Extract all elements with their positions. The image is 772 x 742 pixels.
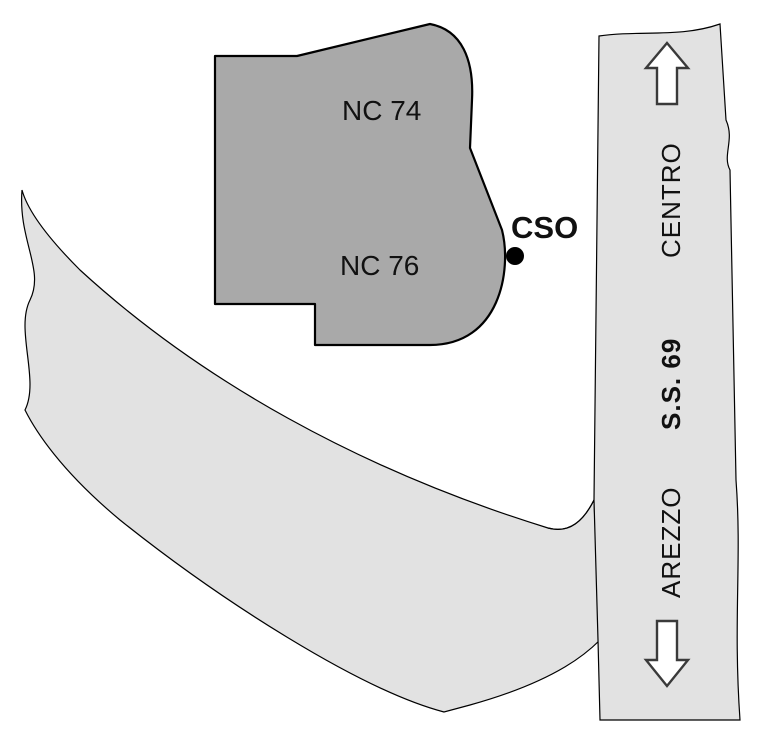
branch-road xyxy=(21,189,601,713)
building-label-nc74: NC 74 xyxy=(342,95,421,126)
direction-label-arezzo: AREZZO xyxy=(656,487,686,598)
main-road-ss69 xyxy=(593,23,741,721)
marker-dot-icon xyxy=(506,247,524,265)
road-name-label: S.S. 69 xyxy=(656,338,686,430)
arrow-down-icon xyxy=(643,619,691,688)
direction-label-centro: CENTRO xyxy=(656,142,686,258)
building-label-nc76: NC 76 xyxy=(340,250,419,281)
marker-label-cso: CSO xyxy=(511,210,578,245)
arrow-up-icon xyxy=(643,41,691,106)
building-block xyxy=(213,22,507,347)
